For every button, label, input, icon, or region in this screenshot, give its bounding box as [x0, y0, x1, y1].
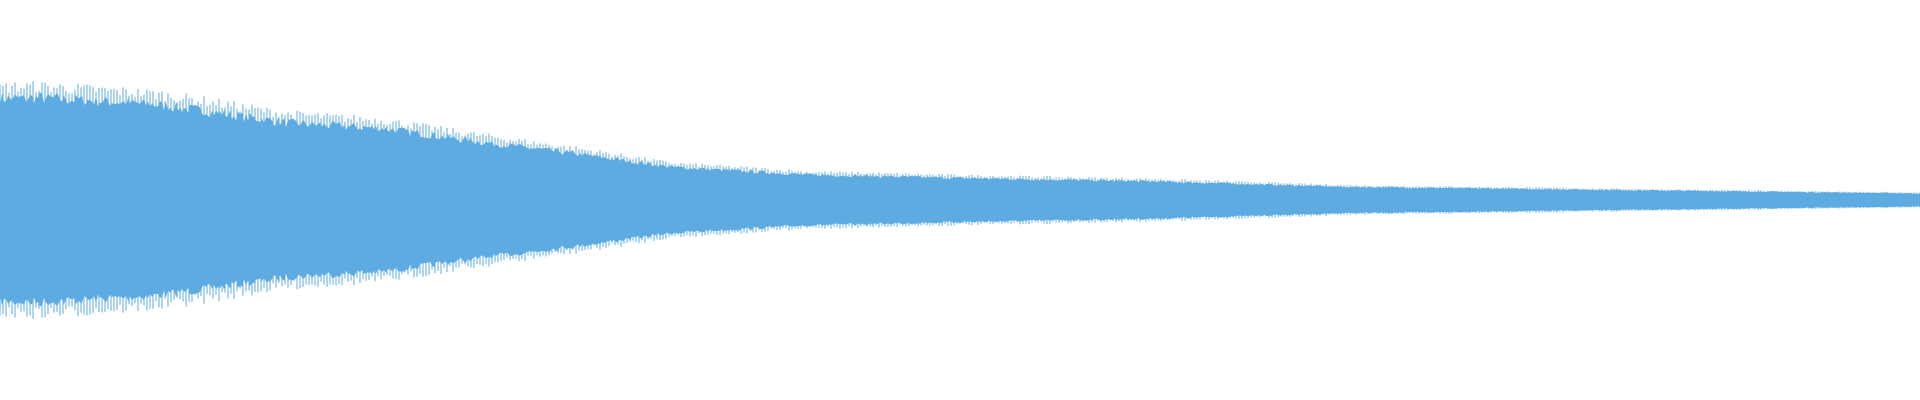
waveform-peaks: [0, 81, 1920, 319]
